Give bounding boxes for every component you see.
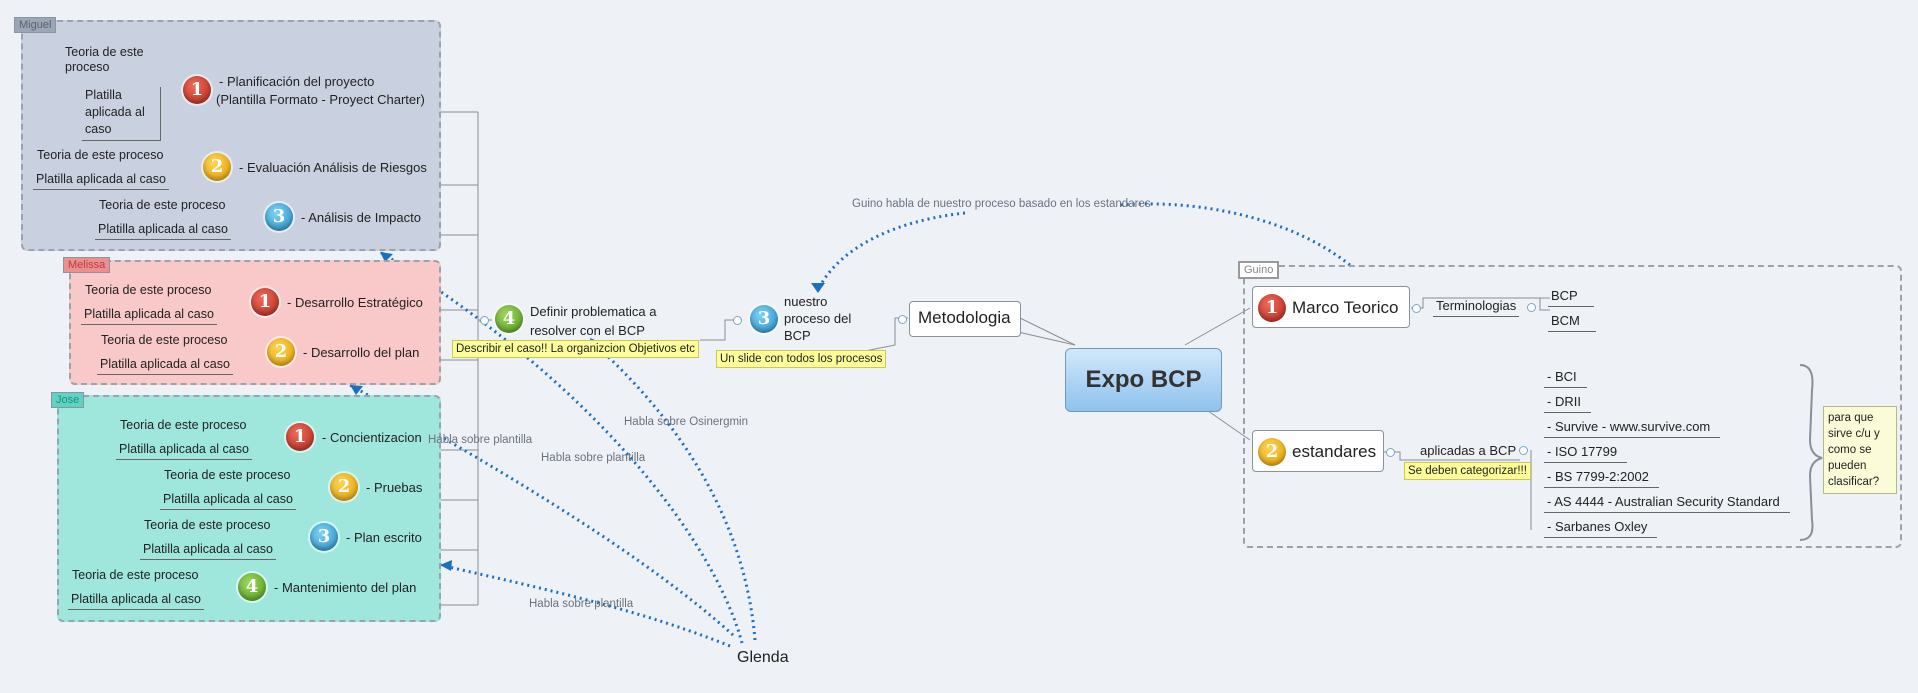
terminologias-topic[interactable]: Terminologias [1433,298,1520,317]
plantilla-text: Platilla aplicada al caso [140,542,276,560]
teoria-text: Teoria de este proceso [37,148,164,162]
leaf-bs[interactable]: - BS 7799-2:2002 [1544,469,1659,488]
leaf-bci[interactable]: - BCI [1544,369,1587,388]
marco-teorico-topic[interactable]: 1 Marco Teorico [1252,286,1410,328]
leaf-as4444[interactable]: - AS 4444 - Australian Security Standard [1544,494,1790,513]
collapse-toggle[interactable] [1527,303,1536,312]
number-3-icon: 3 [310,523,338,551]
teoria-text: Teoria de este proceso [85,283,212,297]
process-title[interactable]: - Análisis de Impacto [301,210,421,225]
plantilla-text: Platilla aplicada al caso [95,222,231,240]
leaf-iso[interactable]: - ISO 17799 [1544,444,1628,463]
aplicadas-topic[interactable]: aplicadas a BCP [1420,443,1517,458]
leaf-bcm[interactable]: BCM [1548,313,1596,332]
plantilla-text: Platilla aplicada al caso [116,442,252,460]
process-title[interactable]: - Planificación del proyecto [219,74,375,89]
number-1-icon: 1 [251,288,279,316]
process-title[interactable]: - Desarrollo del plan [303,345,420,360]
number-4-icon: 4 [238,573,266,601]
plantilla-text: Platilla aplicada al caso [97,357,233,375]
central-topic[interactable]: Expo BCP [1065,348,1222,412]
plantilla-text: Platilla aplicada al caso [160,492,296,510]
number-3-icon: 3 [750,305,778,333]
process-note: Un slide con todos los procesos [716,350,887,368]
categorizar-note: Se deben categorizar!!! [1404,462,1531,480]
number-1-icon: 1 [286,423,314,451]
marco-teorico-label: Marco Teorico [1292,298,1399,317]
leaf-sox[interactable]: - Sarbanes Oxley [1544,519,1658,538]
number-2-icon: 2 [1258,438,1286,466]
group-guino [1243,265,1902,548]
group-tag-miguel: Miguel [14,17,57,33]
teoria-text: Teoria de este proceso [144,518,271,532]
teoria-text: Teoria de este proceso [99,198,226,212]
group-tag-guino: Guino [1238,261,1280,279]
plantilla-text: Platilla aplicada al caso [82,87,161,141]
collapse-toggle[interactable] [898,315,907,324]
plantilla-text: Platilla aplicada al caso [33,172,169,190]
define-problem-note: Describir el caso!! La organizcion Objet… [452,340,700,358]
number-3-icon: 3 [265,203,293,231]
number-1-icon: 1 [183,76,211,104]
relationship-label: Habla sobre plantilla [529,598,634,610]
number-1-icon: 1 [1258,294,1286,322]
relationship-label: Habla sobre plantilla [541,452,646,464]
number-2-icon: 2 [267,338,295,366]
number-2-icon: 2 [330,473,358,501]
teoria-text: Teoria de este proceso [164,468,291,482]
process-title[interactable]: - Plan escrito [346,530,422,545]
collapse-toggle[interactable] [1386,448,1395,457]
estandares-label: estandares [1292,442,1377,461]
number-4-icon: 4 [495,305,523,333]
estandares-topic[interactable]: 2 estandares [1252,430,1384,472]
number-2-icon: 2 [203,153,231,181]
collapse-toggle[interactable] [733,316,742,325]
teoria-text: Teoria de este proceso [72,568,199,582]
group-miguel [21,20,441,251]
process-title[interactable]: - Desarrollo Estratégico [287,295,423,310]
process-title[interactable]: - Pruebas [366,480,423,495]
callout-note: para que sirve c/u y como se pueden clas… [1823,406,1897,494]
leaf-survive[interactable]: - Survive - www.survive.com [1544,419,1721,438]
metodologia-topic[interactable]: Metodologia [909,301,1021,337]
process-subtitle: (Plantilla Formato - Proyect Charter) [216,92,425,107]
relationship-label: Habla sobre Osinergmin [624,416,749,428]
teoria-text: Teoria de este proceso [120,418,247,432]
leaf-bcp[interactable]: BCP [1548,288,1594,307]
leaf-drii[interactable]: - DRII [1544,394,1591,413]
relationship-label: Guino habla de nuestro proceso basado en… [852,198,1151,210]
collapse-toggle[interactable] [1519,446,1528,455]
collapse-toggle[interactable] [480,316,489,325]
plantilla-text: Platilla aplicada al caso [81,307,217,325]
relationship-label: Habla sobre plantilla [428,434,533,446]
collapse-toggle[interactable] [1412,304,1421,313]
group-tag-melissa: Melissa [63,257,111,273]
teoria-text: Teoria de este proceso [65,45,144,74]
group-tag-jose: Jose [51,392,85,408]
plantilla-text: Platilla aplicada al caso [68,592,204,610]
process-title[interactable]: - Concientizacion [322,430,422,445]
floating-topic-glenda[interactable]: Glenda [737,649,789,666]
process-title[interactable]: - Mantenimiento del plan [274,580,417,595]
process-title[interactable]: - Evaluación Análisis de Riesgos [239,160,427,175]
group-melissa [69,260,441,385]
teoria-text: Teoria de este proceso [101,333,228,347]
define-problem-topic[interactable]: Definir problematica a resolver con el B… [530,304,657,338]
process-topic[interactable]: nuestro proceso del BCP [784,294,852,343]
